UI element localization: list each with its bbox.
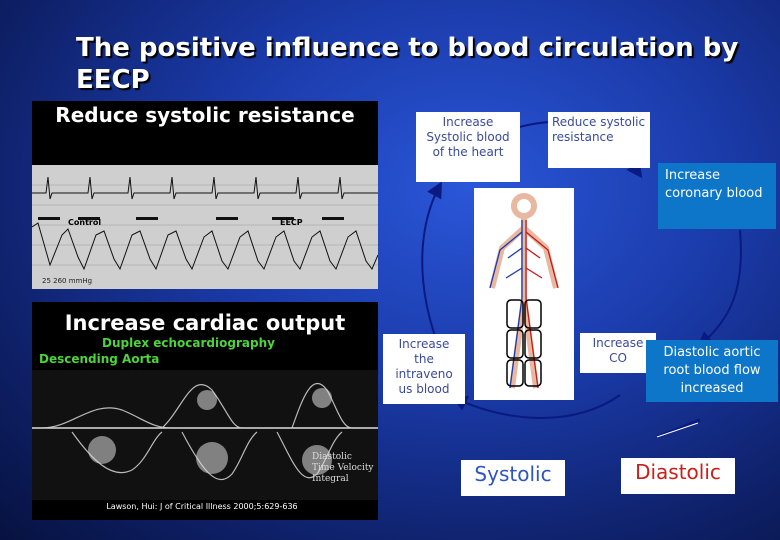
ecg-heading: Reduce systolic resistance <box>55 103 355 127</box>
circulation-figure <box>474 188 574 400</box>
box-increase-systolic: Increase Systolic blood of the heart <box>416 112 520 182</box>
ecg-panel: Reduce systolic resistance Control EECP … <box>31 101 379 289</box>
doppler-panel: Increase cardiac output Duplex echocardi… <box>32 302 378 520</box>
doppler-image-text-3: Integral <box>312 474 349 484</box>
doppler-subtitle-1: Duplex echocardiography <box>102 336 275 350</box>
doppler-citation: Lawson, Hui: J of Critical Illness 2000;… <box>106 502 298 511</box>
box-diastolic-aortic: Diastolic aortic root blood flow increas… <box>646 340 778 402</box>
doppler-heading: Increase cardiac output <box>64 311 346 335</box>
ecg-control-label: Control <box>68 218 102 227</box>
body-illustration <box>489 193 559 389</box>
box-increase-coronary: Increase coronary blood <box>658 163 776 229</box>
ecg-trace <box>31 176 379 271</box>
box-increase-co: Increase CO <box>580 333 656 373</box>
box-reduce-systolic: Reduce systolic resistance <box>548 112 650 168</box>
box-increase-intraveno: Increase the intraveno us blood <box>383 334 465 404</box>
doppler-waveform <box>32 370 378 500</box>
systolic-label: Systolic <box>461 460 565 496</box>
ecg-footer: 25 260 mmHg <box>42 277 93 285</box>
diastolic-label: Diastolic <box>621 458 735 494</box>
slide-title: The positive influence to blood circulat… <box>76 33 739 95</box>
doppler-subtitle-2: Descending Aorta <box>39 352 160 366</box>
ecg-eecp-label: EECP <box>280 218 303 227</box>
doppler-image-text-1: Diastolic <box>312 452 352 462</box>
doppler-image-text-2: Time Velocity <box>312 463 374 473</box>
ecg-strip: Control EECP 25 260 mmHg <box>31 165 379 289</box>
